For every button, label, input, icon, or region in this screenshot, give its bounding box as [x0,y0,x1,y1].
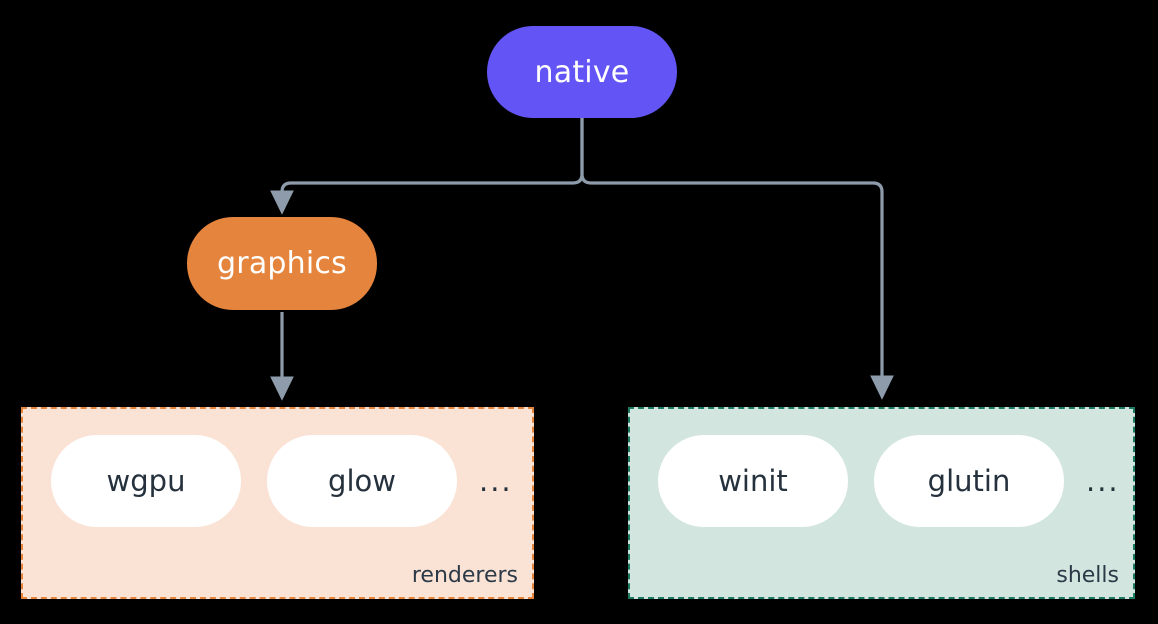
leaf-glutin[interactable]: glutin [874,435,1064,527]
cluster-renderers: wgpu glow ... renderers [21,407,534,599]
cluster-shells-label: shells [1056,563,1119,588]
renderers-ellipsis: ... [479,463,513,498]
leaf-wgpu[interactable]: wgpu [51,435,241,527]
edge-native-to-graphics [270,118,584,215]
node-graphics[interactable]: graphics [187,217,377,310]
cluster-renderers-label: renderers [411,563,518,588]
renderers-item-row: wgpu glow ... [51,435,513,527]
node-native[interactable]: native [487,26,677,118]
edge-native-to-shells [580,118,894,400]
leaf-glow[interactable]: glow [267,435,457,527]
shells-item-row: winit glutin ... [658,435,1120,527]
leaf-wgpu-label: wgpu [106,464,186,498]
leaf-glutin-label: glutin [927,464,1011,498]
node-native-label: native [534,54,630,90]
leaf-glow-label: glow [328,464,396,498]
cluster-shells: winit glutin ... shells [628,407,1135,599]
leaf-winit-label: winit [718,464,788,498]
shells-ellipsis: ... [1086,463,1120,498]
leaf-winit[interactable]: winit [658,435,848,527]
node-graphics-label: graphics [217,246,347,281]
